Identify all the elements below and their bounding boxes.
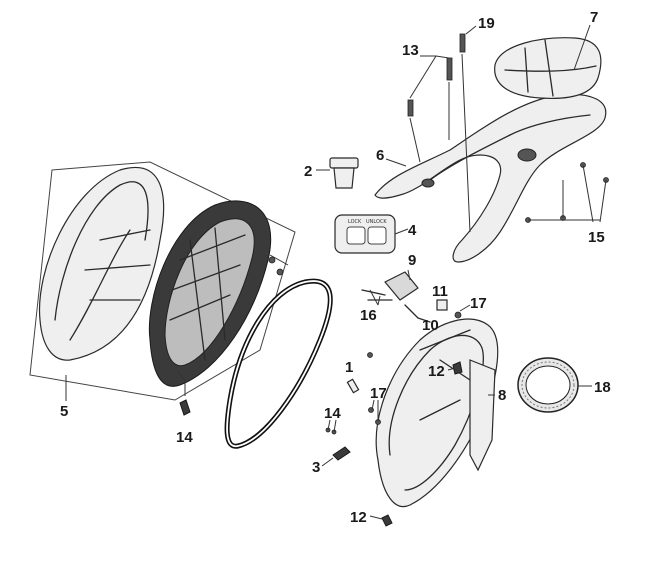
seat-clip (179, 399, 191, 416)
callout-3: 3 (312, 459, 320, 476)
callout-9: 9 (408, 252, 416, 269)
nut-17 (454, 311, 462, 319)
callout-13: 13 (402, 42, 419, 59)
seat-base (148, 200, 272, 387)
callout-12-mid: 12 (428, 363, 445, 380)
lock-label: LOCK UNLOCK (334, 214, 396, 254)
lock-text: LOCK (348, 219, 362, 225)
rack-pad (494, 37, 602, 100)
rack-bushing (329, 157, 359, 189)
callout-6: 6 (376, 147, 384, 164)
callout-10: 10 (422, 317, 439, 334)
seat-bolt (268, 256, 276, 264)
callout-16: 16 (360, 307, 377, 324)
callout-14-left: 14 (176, 429, 193, 446)
callout-17-mid: 17 (370, 385, 387, 402)
callout-7: 7 (590, 9, 598, 26)
rack-bolts (407, 33, 471, 233)
callout-18: 18 (594, 379, 611, 396)
callout-17-top: 17 (470, 295, 487, 312)
nut-11 (436, 299, 448, 311)
box-screw (367, 352, 373, 358)
seat-cushion (38, 166, 165, 361)
callout-14-right: 14 (324, 405, 341, 422)
box-lock (452, 361, 463, 375)
callout-1: 1 (345, 359, 353, 376)
box-bracket (346, 378, 360, 394)
lock-cable (404, 304, 431, 323)
callout-11: 11 (432, 283, 448, 300)
lock-bracket (361, 269, 419, 306)
bottom-fastener (381, 514, 393, 527)
seat-bolt (276, 268, 284, 276)
seat-group-outline (29, 161, 296, 401)
callout-5: 5 (60, 403, 68, 420)
unlock-text: UNLOCK (366, 219, 387, 225)
callout-4: 4 (408, 222, 417, 239)
callout-12-bottom: 12 (350, 509, 367, 526)
storage-box (375, 318, 499, 508)
callout-19: 19 (478, 15, 495, 32)
callout-2: 2 (304, 163, 312, 180)
latch-3 (332, 446, 351, 461)
seat-seal (224, 278, 333, 449)
callout-8: 8 (498, 387, 506, 404)
rack-nuts (525, 162, 609, 223)
latch-pins (325, 419, 337, 435)
callout-15: 15 (588, 229, 605, 246)
ring-18 (517, 357, 579, 413)
